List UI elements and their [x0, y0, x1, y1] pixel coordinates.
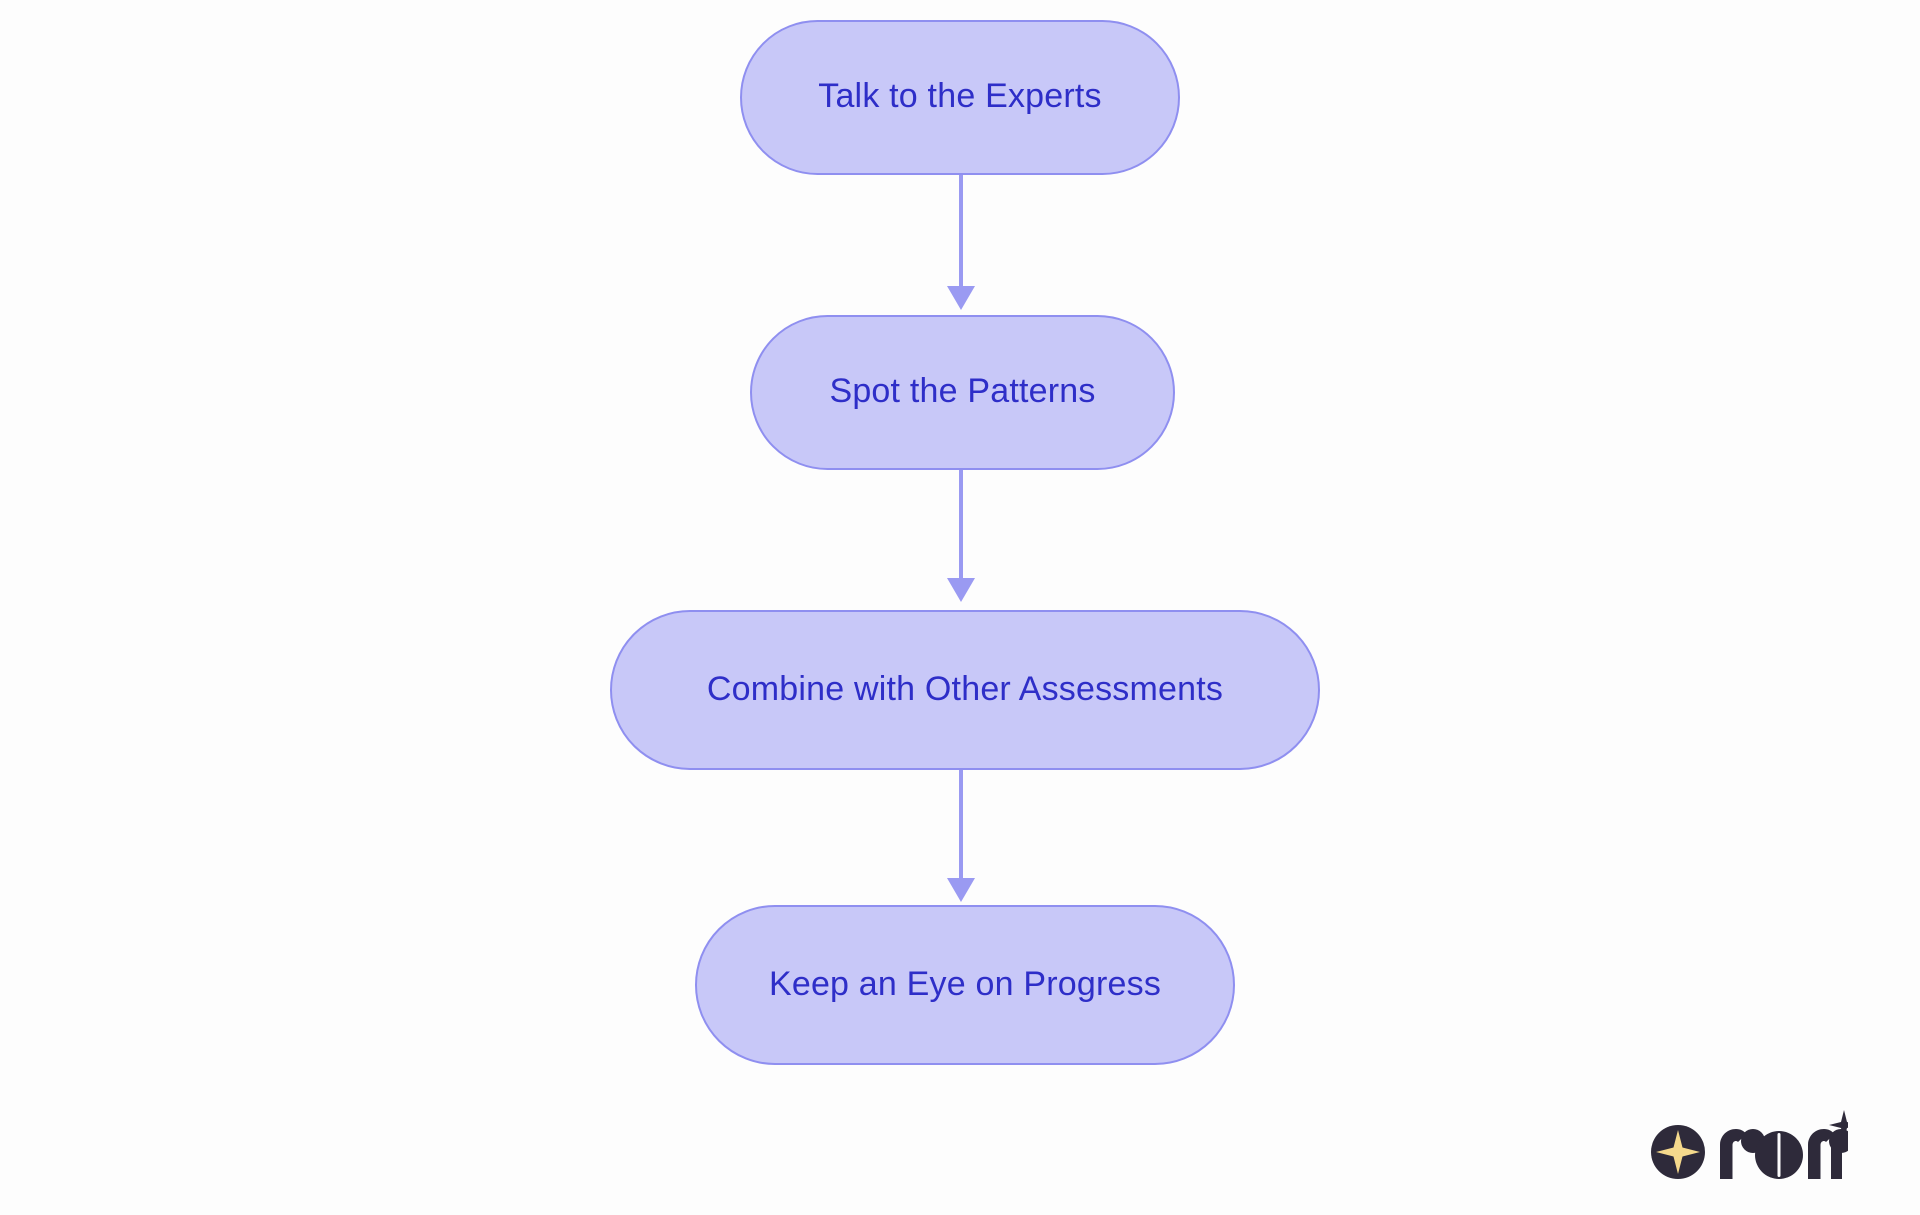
arrow-down-icon [947, 878, 975, 902]
logo-letter-r-2 [1808, 1129, 1835, 1179]
flow-node-spot-the-patterns[interactable]: Spot the Patterns [750, 315, 1175, 470]
logo-letter-o-slit [1777, 1133, 1781, 1177]
flow-node-combine-with-other-assessments[interactable]: Combine with Other Assessments [610, 610, 1320, 770]
flow-node-talk-to-the-experts[interactable]: Talk to the Experts [740, 20, 1180, 175]
logo-letter-r [1720, 1129, 1747, 1179]
flow-node-label: Talk to the Experts [818, 77, 1102, 115]
flow-node-label: Keep an Eye on Progress [768, 964, 1162, 1003]
sparkle-star-icon [1656, 1130, 1700, 1174]
logo-sparkle-accent-icon [1829, 1110, 1848, 1140]
logo-letter-i [1831, 1142, 1842, 1179]
arrow-down-icon [947, 578, 975, 602]
flow-node-keep-an-eye-on-progress[interactable]: Keep an Eye on Progress [695, 905, 1235, 1065]
flow-node-label: Combine with Other Assessments [706, 669, 1224, 708]
flow-node-label: Spot the Patterns [829, 372, 1096, 410]
connector-node2-node3 [959, 470, 963, 578]
connector-node1-node2 [959, 175, 963, 288]
connector-node3-node4 [959, 770, 963, 878]
rori-logo [1651, 1110, 1848, 1179]
arrow-down-icon [947, 286, 975, 310]
